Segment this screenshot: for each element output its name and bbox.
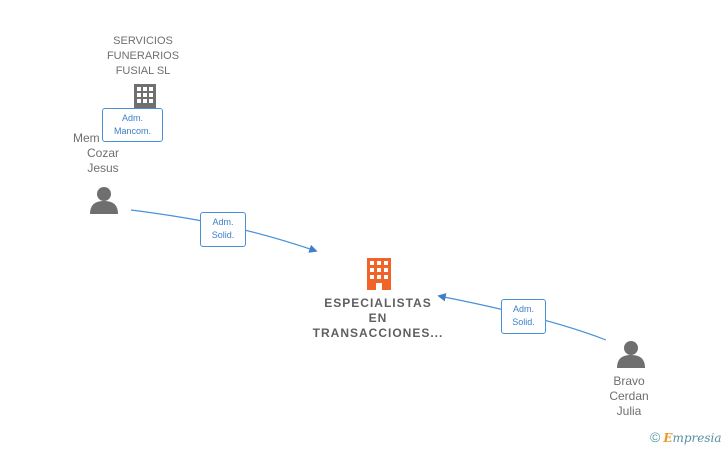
role-badge-adm-solid-right: Adm. Solid. [501,299,546,334]
label-line: EN [368,311,388,325]
role-badge-adm-solid-left: Adm. Solid. [200,212,246,247]
badge-line: Solid. [512,317,535,327]
badge-line: Adm. [212,217,234,227]
label-line: TRANSACCIONES... [312,326,444,340]
label-line: Jesus [87,161,119,175]
label-line: Mem [73,131,100,145]
copyright-symbol: © [650,429,661,445]
person-icon[interactable] [617,340,645,368]
empresia-watermark: ©Empresia [650,429,722,445]
node-bravo-label[interactable]: Bravo Cerdan Julia [596,374,662,419]
person-icon[interactable] [90,186,118,214]
label-line: FUSIAL SL [115,65,171,77]
brand-e: E [663,431,673,445]
badge-line: Adm. [512,304,534,314]
badge-line: Mancom. [113,126,151,136]
badge-line: Adm. [121,113,143,123]
label-line: ESPECIALISTAS [324,296,432,310]
label-line: Cerdan [609,389,649,403]
label-line: Cozar [86,146,119,160]
node-especialistas-label[interactable]: ESPECIALISTAS EN TRANSACCIONES... [300,296,456,341]
role-badge-adm-mancom: Adm. Mancom. [102,108,163,142]
label-line: Julia [616,404,642,418]
label-line: Bravo [613,374,645,388]
node-servicios-funerarios-label[interactable]: SERVICIOS FUNERARIOS FUSIAL SL [96,34,190,79]
label-line: SERVICIOS [113,35,173,47]
building-icon-main[interactable] [365,258,393,290]
node-memb-cozar-label[interactable]: Mem Cozar Jesus [68,131,138,176]
label-line: FUNERARIOS [106,50,180,62]
badge-line: Solid. [211,230,235,240]
brand-rest: mpresia [672,431,722,445]
building-icon[interactable] [133,84,157,110]
